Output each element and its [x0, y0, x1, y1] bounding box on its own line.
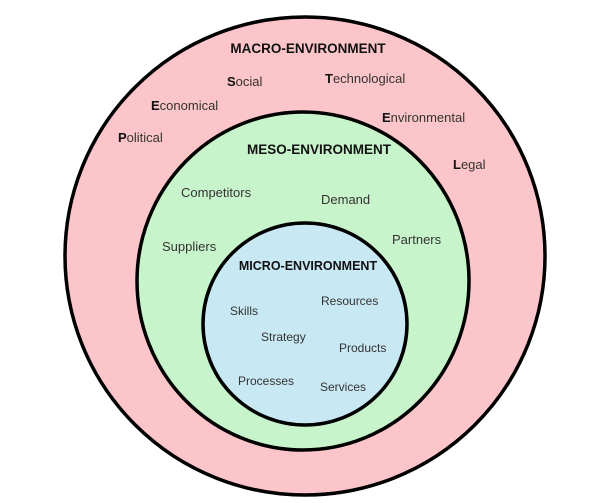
macro-item-economical: Economical — [151, 98, 218, 113]
macro-title: MACRO-ENVIRONMENT — [230, 41, 386, 56]
initial: T — [325, 71, 333, 86]
macro-item-political: Political — [118, 130, 163, 145]
micro-item-products: Products — [339, 341, 386, 355]
rest: olitical — [127, 130, 163, 145]
micro-item-services: Services — [320, 380, 366, 394]
initial: S — [227, 74, 236, 89]
initial: L — [453, 157, 461, 172]
rest: egal — [461, 157, 486, 172]
micro-item-skills: Skills — [230, 304, 258, 318]
micro-item-processes: Processes — [238, 374, 294, 388]
micro-item-resources: Resources — [321, 294, 378, 308]
macro-item-environmental: Environmental — [382, 110, 465, 125]
meso-title: MESO-ENVIRONMENT — [247, 142, 392, 157]
initial: E — [382, 110, 391, 125]
micro-environment-circle — [201, 221, 409, 427]
initial: P — [118, 130, 127, 145]
rest: conomical — [160, 98, 219, 113]
meso-item-suppliers: Suppliers — [162, 239, 217, 254]
micro-item-strategy: Strategy — [261, 330, 306, 344]
rest: echnological — [333, 71, 405, 86]
meso-item-competitors: Competitors — [181, 185, 252, 200]
macro-item-legal: Legal — [453, 157, 486, 172]
macro-item-social: Social — [227, 74, 263, 89]
macro-item-technological: Technological — [325, 71, 405, 86]
meso-item-partners: Partners — [392, 232, 442, 247]
rest: ocial — [236, 74, 263, 89]
initial: E — [151, 98, 160, 113]
rest: nvironmental — [391, 110, 466, 125]
micro-title: MICRO-ENVIRONMENT — [239, 259, 378, 273]
meso-item-demand: Demand — [321, 192, 370, 207]
